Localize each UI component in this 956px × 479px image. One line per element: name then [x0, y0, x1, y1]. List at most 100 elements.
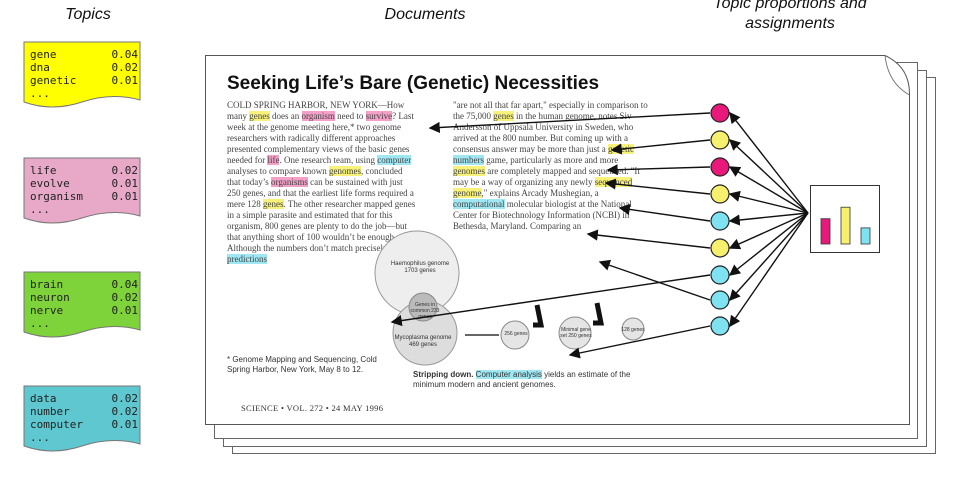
topic-word-row: genetic 0.01	[30, 74, 138, 87]
topic-ellipsis: ...	[30, 317, 50, 330]
topic-word-row: computer 0.01	[30, 418, 138, 431]
topic-word-row: nerve 0.01	[30, 304, 138, 317]
histogram-svg	[820, 206, 871, 245]
highlighted-word: genomes	[328, 166, 361, 176]
topic-probability: 0.04	[111, 278, 139, 291]
body-text: does an	[269, 111, 302, 121]
topic-probability: 0.02	[111, 164, 139, 177]
topic-word: brain	[30, 278, 64, 291]
body-text: analyses to compare known	[227, 166, 329, 176]
document-column-1: COLD SPRING HARBOR, NEW YORK—How many ge…	[227, 100, 417, 340]
highlighted-word: computational	[453, 199, 505, 209]
topic-word: data	[30, 392, 57, 405]
topic-word: organism	[30, 190, 83, 203]
body-text: game, particularly as more and more	[484, 155, 619, 165]
highlighted-word: predictions	[227, 254, 267, 264]
highlighted-word: computer	[377, 155, 412, 165]
topic-probability: 0.02	[111, 291, 139, 304]
highlighted-word: genes	[493, 111, 514, 121]
figure-label-128: 128 genes	[621, 327, 645, 333]
topic-word: genetic	[30, 74, 77, 87]
proportions-header-line2: assignments	[745, 15, 835, 32]
topic-card-shape	[23, 271, 141, 338]
body-text: ," explains Arcady Mushegian, a	[481, 188, 599, 198]
body-text: are completely mapped and sequenced. "It…	[453, 166, 640, 187]
caption-rest: yields an estimate of the minimum modern…	[413, 370, 631, 389]
highlighted-word: genes	[249, 111, 270, 121]
body-text: . The other researcher mapped genes in a…	[227, 199, 416, 253]
topic-card-shape	[23, 41, 141, 108]
topic-word: life	[30, 164, 57, 177]
highlighted-word: organism	[301, 111, 335, 121]
body-text: COLD SPRING HARBOR, NEW YORK—	[227, 100, 387, 110]
topic-word: gene	[30, 48, 57, 61]
topic-ellipsis: ...	[30, 431, 50, 444]
topic-probability: 0.01	[111, 304, 139, 317]
figure-arrow-2	[593, 302, 605, 326]
highlighted-word: genomes	[453, 166, 485, 176]
topic-word-row: number 0.02	[30, 405, 138, 418]
histogram-bar	[820, 218, 831, 245]
topic-probability: 0.02	[111, 405, 139, 418]
highlighted-word: organisms	[271, 177, 308, 187]
topic-probability: 0.01	[111, 418, 139, 431]
body-text: molecular biologist at the National Cent…	[453, 199, 632, 231]
document-figure	[374, 230, 645, 366]
topic-card-shape	[23, 385, 141, 452]
figure-label-minimal: Minimal gene set 250 genes	[560, 327, 592, 339]
topic-word: evolve	[30, 177, 70, 190]
topic-ellipsis: ...	[30, 203, 50, 216]
topic-probability: 0.02	[111, 61, 139, 74]
topic-probability: 0.01	[111, 74, 139, 87]
figure-label-overlap: Genes in common 233 genes	[410, 302, 440, 320]
topic-word: nerve	[30, 304, 64, 317]
topic-card: data 0.02 number 0.02 computer 0.01...	[22, 384, 142, 456]
caption-bold: Stripping down.	[413, 370, 474, 379]
figure-label-1: Haemophilus genome 1703 genes	[390, 261, 450, 274]
topic-word-row: life 0.02	[30, 164, 138, 177]
figure-label-2: Mycoplasma genome 469 genes	[394, 335, 452, 348]
documents-header: Documents	[384, 6, 466, 23]
caption-highlight: Computer analysis	[475, 370, 542, 379]
topic-word-row: data 0.02	[30, 392, 138, 405]
highlighted-word: life	[267, 155, 280, 165]
histogram-bar	[840, 206, 851, 245]
topic-word-row: brain 0.04	[30, 278, 138, 291]
topic-word: dna	[30, 61, 50, 74]
document-footer: SCIENCE • VOL. 272 • 24 MAY 1996	[241, 403, 384, 413]
topic-probability: 0.01	[111, 190, 139, 203]
topic-card: gene 0.04 dna 0.02 genetic 0.01...	[22, 40, 142, 112]
topic-proportion-histogram	[810, 185, 880, 253]
figure-label-256: 256 genes	[504, 331, 528, 337]
topic-card-shape	[23, 157, 141, 224]
topic-probability: 0.04	[111, 48, 139, 61]
figure-caption: Stripping down. Computer analysis yields…	[413, 370, 663, 390]
topic-card: life 0.02 evolve 0.01 organism 0.01...	[22, 156, 142, 228]
highlighted-word: genetic	[607, 144, 634, 154]
topic-word-row: dna 0.02	[30, 61, 138, 74]
topic-word: computer	[30, 418, 83, 431]
figure-arrow-1	[533, 304, 545, 328]
footnote: * Genome Mapping and Sequencing, Cold Sp…	[227, 355, 377, 374]
body-text: ? Last week at the genome meeting here,*…	[227, 111, 414, 165]
proportions-header: Topic proportions and assignments	[680, 0, 900, 34]
topics-header: Topics	[65, 6, 111, 23]
topic-word: number	[30, 405, 70, 418]
topic-word-row: evolve 0.01	[30, 177, 138, 190]
proportions-header-line1: Topic proportions and	[713, 0, 867, 12]
topic-probability: 0.02	[111, 392, 139, 405]
highlighted-word: genes	[263, 199, 284, 209]
topic-probability: 0.01	[111, 177, 139, 190]
body-text: How many	[227, 100, 405, 121]
body-text: need to	[334, 111, 366, 121]
topic-ellipsis: ...	[30, 87, 50, 100]
highlighted-word: survive	[365, 111, 393, 121]
body-text: , concluded that today’s	[227, 166, 403, 187]
highlighted-word: numbers	[453, 155, 484, 165]
body-text: . One research team, using	[279, 155, 378, 165]
topic-word-row: organism 0.01	[30, 190, 138, 203]
body-text: can be sustained with just 250 genes, an…	[227, 177, 414, 209]
document-page: Seeking Life’s Bare (Genetic) Necessitie…	[205, 55, 910, 425]
